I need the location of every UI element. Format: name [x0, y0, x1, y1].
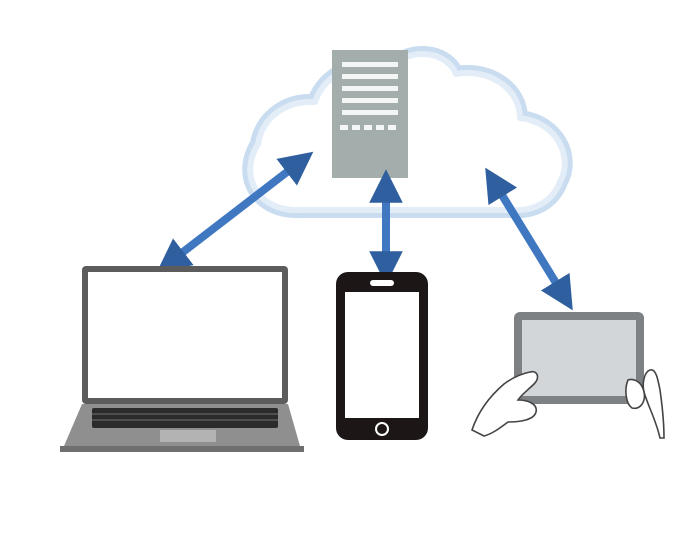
laptop-icon	[60, 266, 304, 452]
hands-icon	[471, 369, 665, 439]
phone-home-button	[375, 422, 389, 436]
phone-speaker	[370, 280, 394, 286]
laptop-trackpad	[160, 430, 216, 442]
server-icon	[332, 50, 408, 178]
arrow-cloud-tablet	[485, 167, 573, 311]
smartphone-icon	[336, 272, 428, 440]
arrow-cloud-laptop	[156, 151, 314, 273]
connection-arrows	[156, 151, 573, 311]
tablet-icon	[471, 312, 665, 439]
keyboard-keys	[92, 413, 278, 421]
